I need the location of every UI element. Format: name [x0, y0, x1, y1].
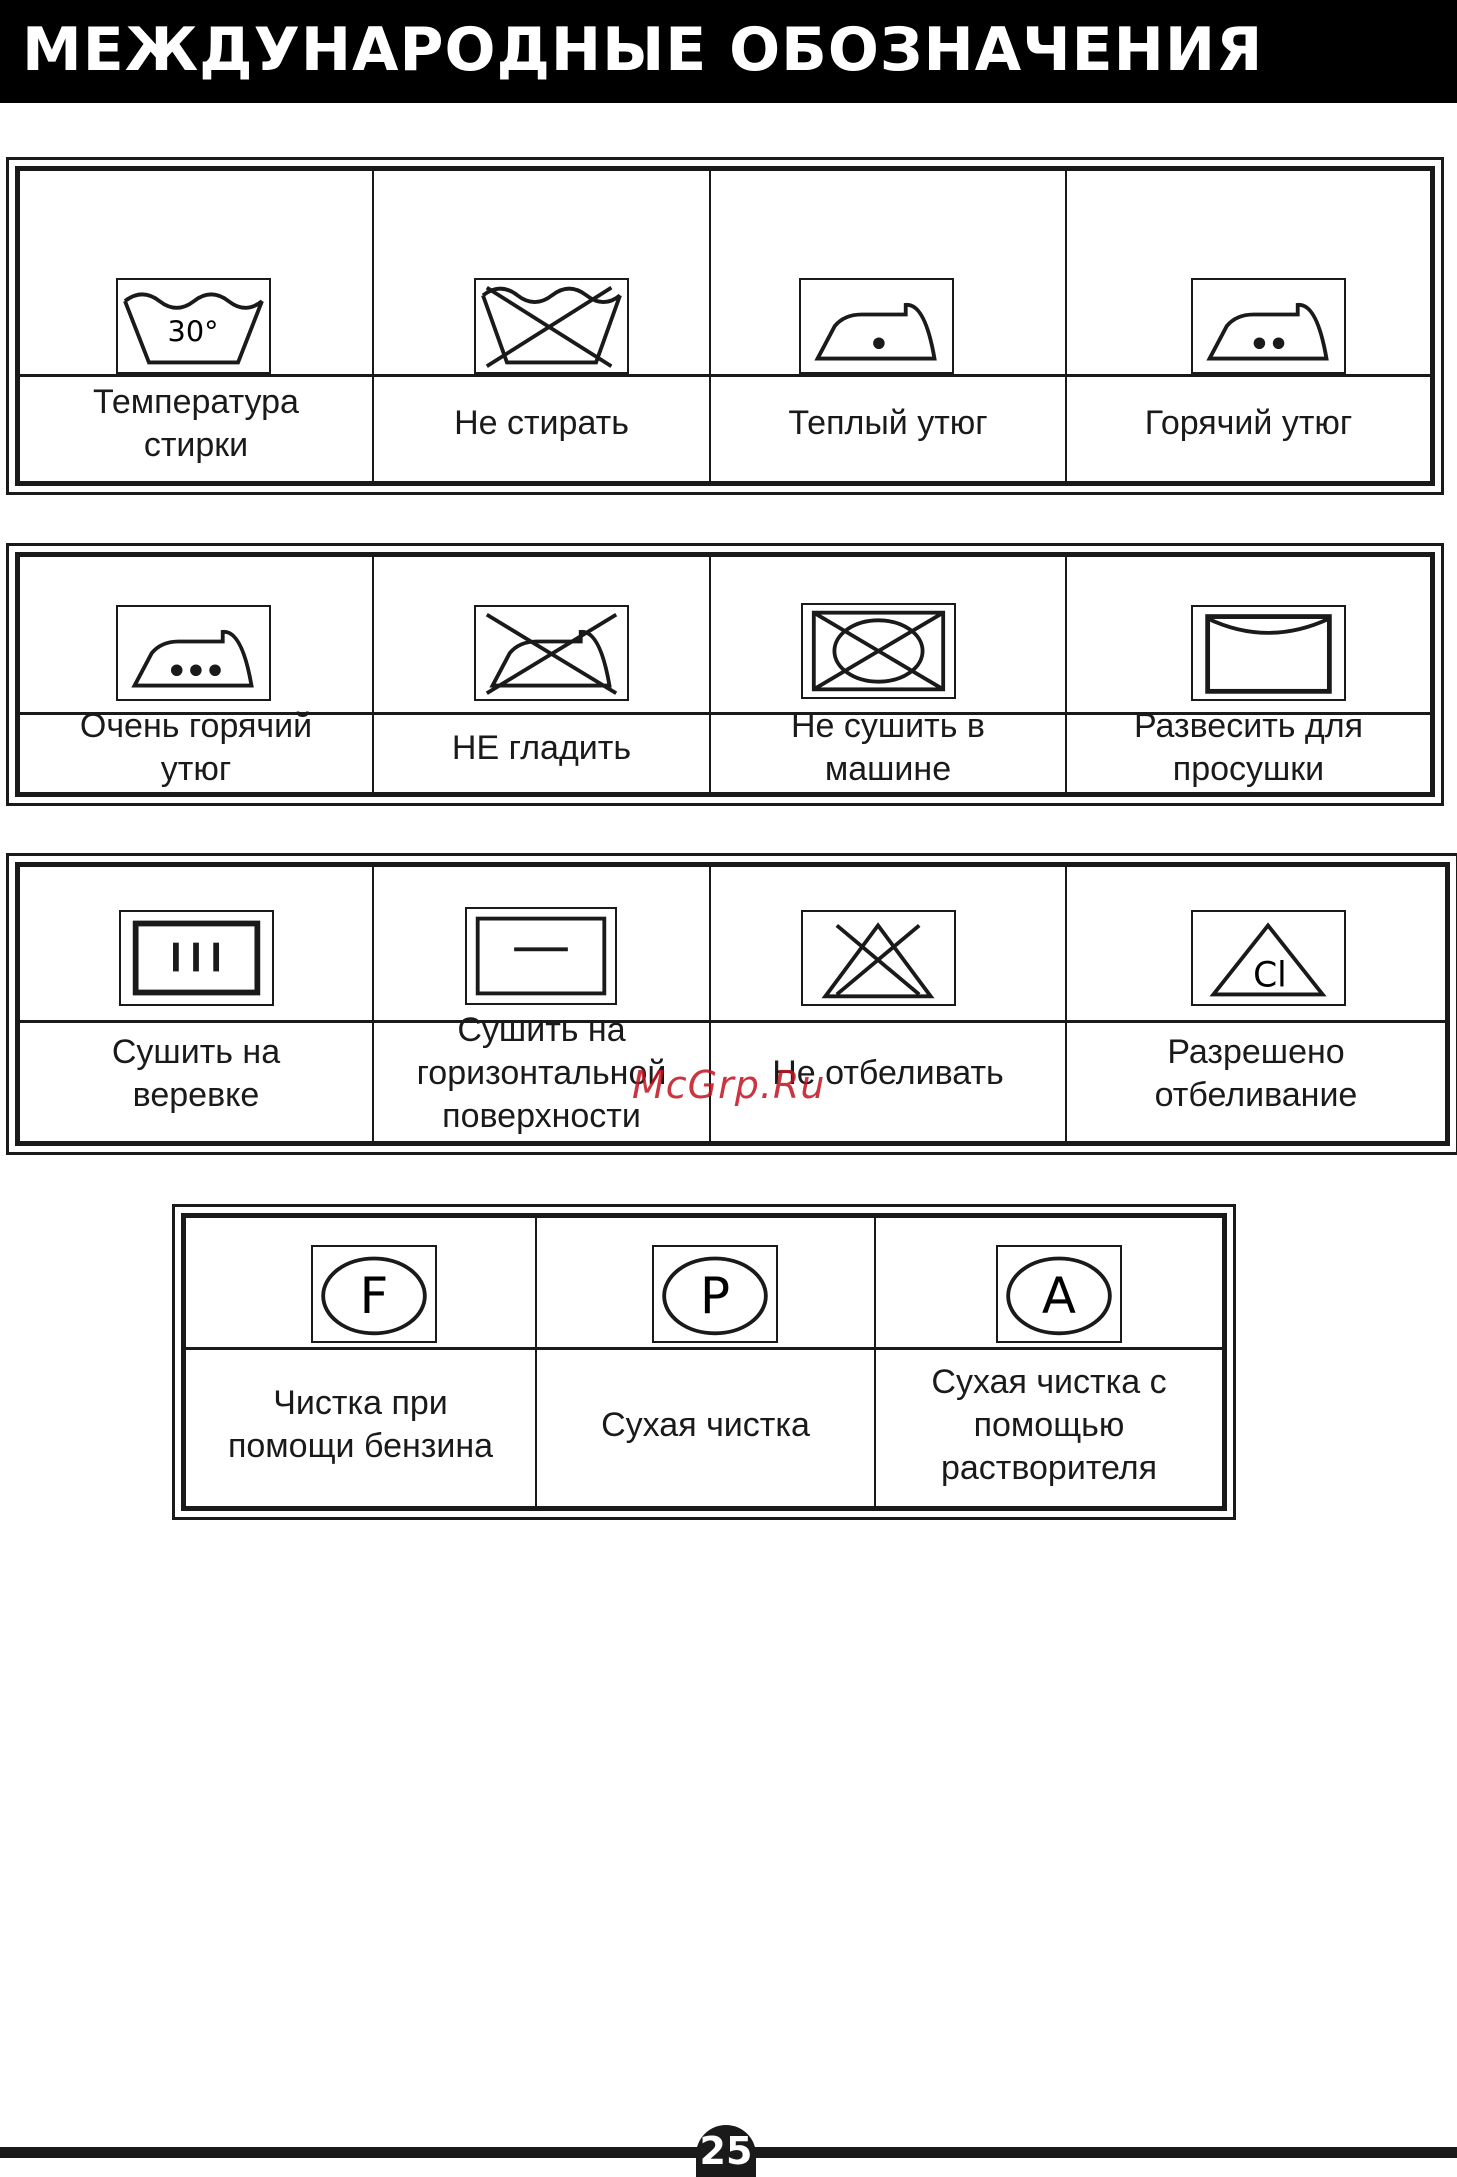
table-cell: A Сухая чистка с помощью растворителя	[876, 1218, 1222, 1506]
label-warm-iron: Теплый утюг	[788, 404, 988, 442]
page-number: 25	[696, 2125, 756, 2177]
table-cell: Горячий утюг	[1067, 171, 1430, 481]
header-bar: МЕЖДУНАРОДНЫЕ ОБОЗНАЧЕНИЯ	[0, 0, 1457, 103]
label-dry-clean: Сухая чистка	[601, 1405, 810, 1444]
line-dry-icon	[1191, 605, 1346, 701]
table-cell: Сушить на горизонтальной поверхности	[374, 867, 711, 1141]
bleach-cl-label: Cl	[1253, 956, 1287, 996]
label-do-not-tumble-dry: Не сушить в машине	[791, 707, 985, 788]
watermark: McGrp.Ru	[632, 1063, 826, 1107]
label-wash-temperature: Температура стирки	[93, 382, 299, 464]
bleach-allowed-icon: Cl	[1191, 910, 1346, 1006]
label-petroleum-clean: Чистка при помощи бензина	[227, 1384, 494, 1465]
table-cell: Развесить для просушки	[1067, 557, 1430, 792]
table-cell: Очень горячий утюг	[20, 557, 374, 792]
dry-clean-letter: F	[360, 1267, 389, 1325]
table-cell: НЕ гладить	[374, 557, 711, 792]
table-cell: 30° Температура стирки	[20, 171, 374, 481]
symbols-table-3: Сушить на веревке Сушить на горизонтальн…	[6, 853, 1457, 1155]
iron-very-hot-icon	[116, 605, 271, 701]
label-do-not-iron: НЕ гладить	[451, 728, 632, 767]
table-cell: P Сухая чистка	[537, 1218, 876, 1506]
table-cell: Cl Разрешено отбеливание	[1067, 867, 1445, 1141]
wash-temp-label: 30°	[168, 314, 219, 348]
label-drip-dry: Сушить на веревке	[111, 1032, 281, 1114]
label-do-not-wash: Не стирать	[454, 404, 629, 442]
table-cell: Теплый утюг	[711, 171, 1067, 481]
table-cell: Сушить на веревке	[20, 867, 374, 1141]
dry-clean-a-icon: A	[996, 1245, 1122, 1343]
dry-clean-letter: A	[1042, 1267, 1076, 1325]
dry-flat-icon	[465, 907, 617, 1005]
label-line-dry: Развесить для просушки	[1133, 707, 1364, 788]
drip-dry-icon	[119, 910, 274, 1006]
label-solvent-clean: Сухая чистка с помощью растворителя	[931, 1362, 1167, 1487]
dry-clean-f-icon: F	[311, 1245, 437, 1343]
symbols-table-2: Очень горячий утюг НЕ гладить	[6, 543, 1444, 806]
label-very-hot-iron: Очень горячий утюг	[79, 707, 313, 788]
table-cell: Не отбеливать	[711, 867, 1067, 1141]
dry-clean-p-icon: P	[652, 1245, 778, 1343]
do-not-tumble-dry-icon	[801, 603, 956, 699]
do-not-wash-icon	[474, 278, 629, 374]
do-not-bleach-icon	[801, 910, 956, 1006]
do-not-iron-icon	[474, 605, 629, 701]
label-bleach-allowed: Разрешено отбеливание	[1154, 1032, 1358, 1114]
symbols-table-4: F Чистка при помощи бензина P Сухая чист…	[172, 1204, 1236, 1520]
label-do-not-bleach: Не отбеливать	[772, 1054, 1004, 1092]
table-cell: Не стирать	[374, 171, 711, 481]
symbols-table-1: 30° Температура стирки Не стирать	[6, 157, 1444, 495]
dry-clean-letter: P	[700, 1267, 730, 1325]
page-title: МЕЖДУНАРОДНЫЕ ОБОЗНАЧЕНИЯ	[22, 15, 1264, 85]
iron-warm-icon	[799, 278, 954, 374]
table-cell: Не сушить в машине	[711, 557, 1067, 792]
iron-hot-icon	[1191, 278, 1346, 374]
wash-30-icon: 30°	[116, 278, 271, 374]
table-cell: F Чистка при помощи бензина	[186, 1218, 537, 1506]
label-dry-flat: Сушить на горизонтальной поверхности	[416, 1011, 667, 1135]
label-hot-iron: Горячий утюг	[1144, 404, 1353, 442]
